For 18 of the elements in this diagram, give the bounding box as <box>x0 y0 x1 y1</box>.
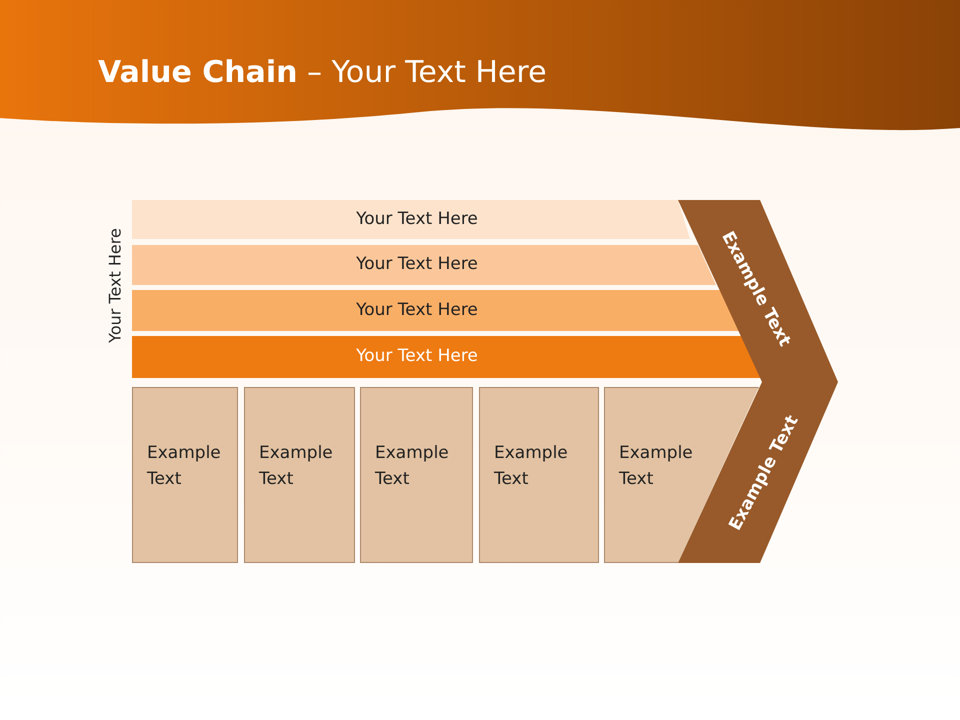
activity-box <box>479 387 599 563</box>
activity-box <box>360 387 473 563</box>
box-label: Example Text <box>375 442 450 491</box>
activity-box <box>244 387 355 563</box>
bar-label: Your Text Here <box>355 346 479 366</box>
activity-bar <box>132 336 763 378</box>
activity-bar <box>132 200 690 239</box>
activity-bar <box>132 245 716 285</box>
activity-box <box>132 387 238 563</box>
box-label: Example Text <box>259 442 334 491</box>
box-label: Example Text <box>494 442 569 491</box>
slide-title: Value Chain – Your Text Here <box>98 55 547 90</box>
box-label: Example Text <box>619 442 694 491</box>
bar-label: Your Text Here <box>355 254 479 274</box>
bar-label: Your Text Here <box>355 208 479 228</box>
axis-label: Your Text Here <box>106 227 124 345</box>
bar-label: Your Text Here <box>355 300 479 320</box>
box-label: Example Text <box>147 442 222 491</box>
